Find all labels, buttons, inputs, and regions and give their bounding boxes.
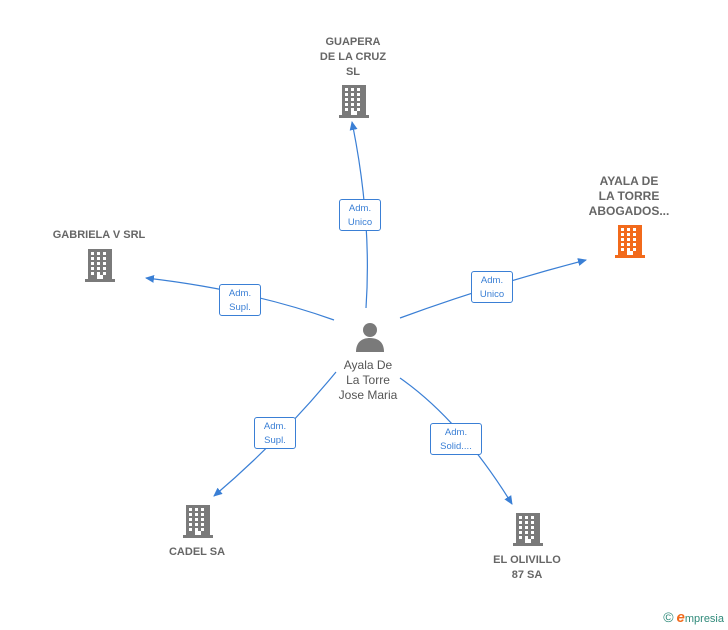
company-label-ayala[interactable]: AYALA DE LA TORRE ABOGADOS...	[574, 174, 684, 219]
company-name-line: AYALA DE	[599, 174, 659, 188]
company-name-line: SL	[345, 66, 361, 78]
company-name-line: GABRIELA V SRL	[52, 229, 146, 241]
role-text: Adm.	[444, 427, 468, 438]
company-name-line: ABOGADOS...	[588, 204, 670, 218]
role-badge-ayala[interactable]: Adm. Unico	[471, 271, 513, 303]
empresia-logo: ©empresia	[663, 609, 724, 626]
person-name-line: La Torre	[346, 373, 390, 387]
building-icon[interactable]	[512, 512, 544, 551]
company-name-line: CADEL SA	[168, 546, 226, 558]
brand-initial: e	[676, 609, 685, 626]
building-icon[interactable]	[614, 224, 646, 263]
brand-name: mpresia	[684, 613, 724, 625]
copyright-symbol: ©	[663, 609, 674, 625]
role-text: Adm.	[480, 275, 504, 286]
role-text: Unico	[479, 289, 505, 300]
role-text: Supl.	[229, 302, 251, 313]
role-text: Solid....	[440, 441, 472, 452]
role-text: Adm.	[263, 421, 287, 432]
building-icon[interactable]	[84, 248, 116, 287]
role-badge-gabriela[interactable]: Adm. Supl.	[219, 284, 261, 316]
company-name-line: GUAPERA	[325, 36, 381, 48]
company-label-guapera[interactable]: GUAPERA DE LA CRUZ SL	[298, 35, 408, 80]
role-badge-olivillo[interactable]: Adm. Solid....	[430, 423, 482, 455]
company-name-line: LA TORRE	[598, 189, 660, 203]
role-text: Supl.	[264, 435, 286, 446]
center-person-label[interactable]: Ayala De La Torre Jose Maria	[313, 358, 423, 403]
company-label-cadel[interactable]: CADEL SA	[142, 545, 252, 560]
company-name-line: 87 SA	[511, 569, 543, 581]
person-icon[interactable]	[354, 320, 386, 357]
role-text: Adm.	[348, 203, 372, 214]
person-name-line: Ayala De	[343, 358, 393, 372]
building-icon[interactable]	[182, 504, 214, 543]
role-text: Unico	[347, 217, 373, 228]
building-icon[interactable]	[338, 84, 370, 123]
role-text: Adm.	[228, 288, 252, 299]
company-label-gabriela[interactable]: GABRIELA V SRL	[44, 228, 154, 243]
role-badge-cadel[interactable]: Adm. Supl.	[254, 417, 296, 449]
role-badge-guapera[interactable]: Adm. Unico	[339, 199, 381, 231]
person-name-line: Jose Maria	[338, 388, 398, 402]
company-label-olivillo[interactable]: EL OLIVILLO 87 SA	[472, 553, 582, 583]
company-name-line: EL OLIVILLO	[493, 554, 561, 566]
company-name-line: DE LA CRUZ	[319, 51, 387, 63]
